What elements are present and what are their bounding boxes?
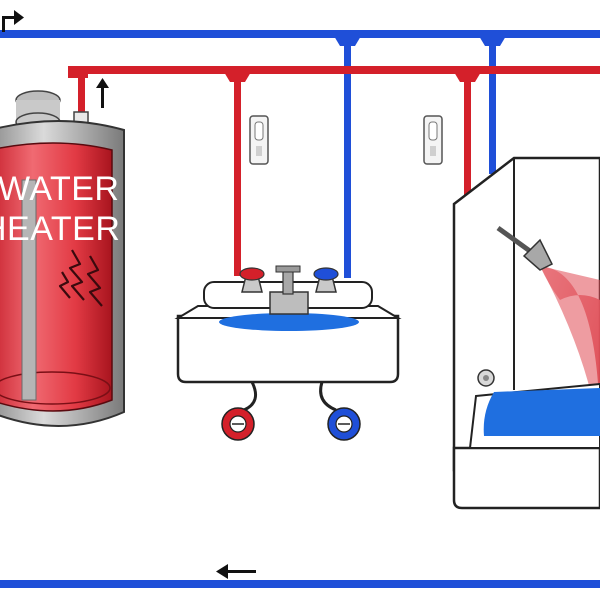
heater-label-line2: HEATER: [0, 210, 120, 248]
hot-valve-line: [243, 381, 258, 412]
arrow-icon: [96, 78, 109, 108]
flame-icon: [58, 249, 103, 307]
hot-heater-riser: [78, 66, 85, 114]
hot-main-top: [68, 66, 600, 74]
arrow-icon: [216, 564, 256, 579]
faucet-icon[interactable]: [269, 265, 309, 315]
shutoff-valve-icon[interactable]: [327, 407, 361, 441]
cold-drop-shower: [489, 34, 496, 174]
water-heater: WATER HEATER: [0, 90, 125, 427]
shower-tub: [452, 156, 600, 510]
cold-tee-shower: [479, 36, 506, 46]
cold-drop-sink: [344, 34, 351, 278]
return-line: [0, 564, 600, 588]
thermostat-icon: [249, 115, 269, 165]
sink: [174, 265, 402, 441]
shower-head-icon[interactable]: [496, 225, 554, 271]
thermostat-icon: [423, 115, 443, 165]
hot-water-supply: [68, 66, 600, 276]
shutoff-valve-icon[interactable]: [221, 407, 255, 441]
hot-elbow: [68, 66, 88, 78]
hot-tee-sink: [224, 72, 251, 82]
tub-water: [483, 388, 600, 436]
cold-tee-sink: [334, 36, 361, 46]
sink-basin: [176, 314, 400, 384]
cold-main-top: [0, 30, 600, 38]
hot-tee-shower: [454, 72, 481, 82]
hot-drop-sink: [234, 70, 241, 276]
cold-water-supply: [0, 10, 600, 278]
heater-dip-tube: [21, 179, 37, 401]
tub-body: [452, 446, 600, 510]
sink-water: [219, 313, 359, 331]
heater-label-line1: WATER: [0, 170, 119, 208]
hot-handle-icon[interactable]: [239, 267, 265, 293]
arrow-icon: [2, 10, 24, 32]
cold-valve-line: [319, 381, 337, 412]
cold-handle-icon[interactable]: [313, 267, 339, 293]
tub-knob-icon[interactable]: [477, 369, 495, 387]
hot-drop-shower: [464, 70, 471, 198]
return-pipe: [0, 580, 600, 588]
